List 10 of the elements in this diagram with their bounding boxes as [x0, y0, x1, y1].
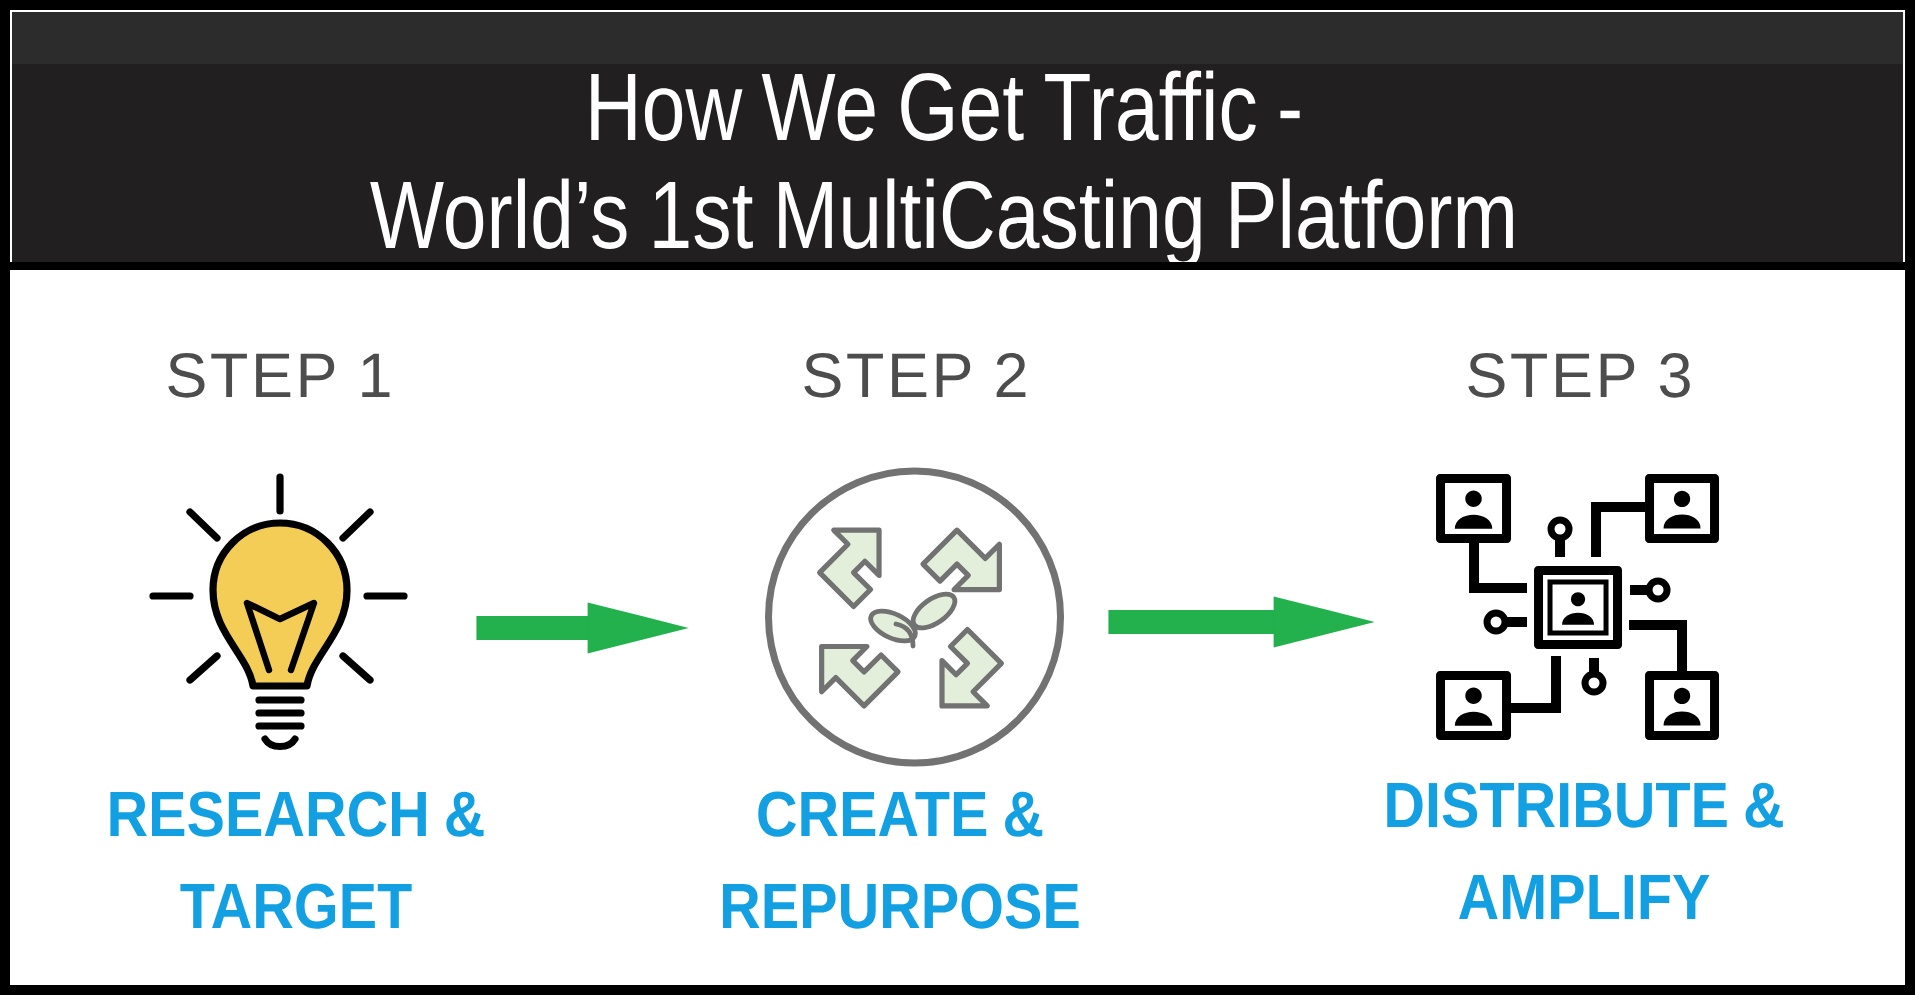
- step-label: STEP 1: [168, 353, 390, 398]
- lightbulb-icon: [149, 473, 408, 751]
- step-caption: CREATE & REPURPOSE: [723, 791, 1079, 929]
- network-icon: [1436, 474, 1720, 740]
- title-banner: How We Get Traffic - World’s 1st MultiCasting Platform: [12, 12, 1904, 268]
- recycling-icon: [765, 467, 1064, 767]
- step-caption: RESEARCH & TARGET: [110, 791, 484, 929]
- step-label: STEP 3: [1468, 353, 1690, 398]
- step-label: STEP 2: [804, 353, 1026, 398]
- step-caption: DISTRIBUTE & AMPLIFY: [1387, 782, 1783, 920]
